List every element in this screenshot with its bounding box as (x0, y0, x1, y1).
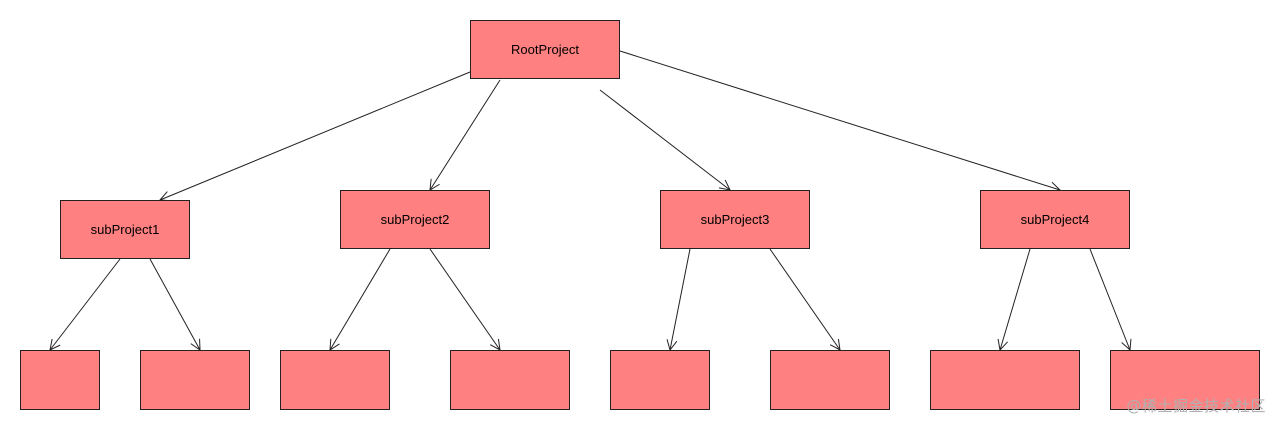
node-label: RootProject (511, 42, 579, 57)
edge-arrow (670, 248, 691, 350)
edge-arrow (599, 89, 730, 190)
leaf-node (770, 350, 890, 410)
node-label: subProject3 (700, 212, 770, 227)
subproject-1-node: subProject1 (60, 200, 190, 259)
edge-arrow (149, 258, 200, 350)
subproject-3-node: subProject3 (660, 190, 810, 249)
root-project-node: RootProject (470, 20, 620, 79)
node-label: subProject1 (90, 222, 160, 237)
edge-arrow (1000, 248, 1031, 350)
edge-arrow (330, 248, 391, 350)
subproject-2-node: subProject2 (340, 190, 490, 249)
edge-arrow (619, 50, 1060, 190)
leaf-node (20, 350, 100, 410)
leaf-node (140, 350, 250, 410)
leaf-node (610, 350, 710, 410)
leaf-node (1110, 350, 1260, 410)
leaf-node (450, 350, 570, 410)
edge-arrow (430, 79, 501, 190)
subproject-4-node: subProject4 (980, 190, 1130, 249)
leaf-node (280, 350, 390, 410)
edge-arrow (1089, 248, 1130, 350)
node-label: subProject4 (1020, 212, 1090, 227)
edge-arrow (429, 248, 500, 350)
edge-arrow (769, 248, 840, 350)
edge-arrow (50, 258, 121, 350)
node-label: subProject2 (380, 212, 450, 227)
edge-arrow (160, 71, 471, 200)
leaf-node (930, 350, 1080, 410)
watermark: @稀土掘金技术社区 (1126, 397, 1266, 415)
